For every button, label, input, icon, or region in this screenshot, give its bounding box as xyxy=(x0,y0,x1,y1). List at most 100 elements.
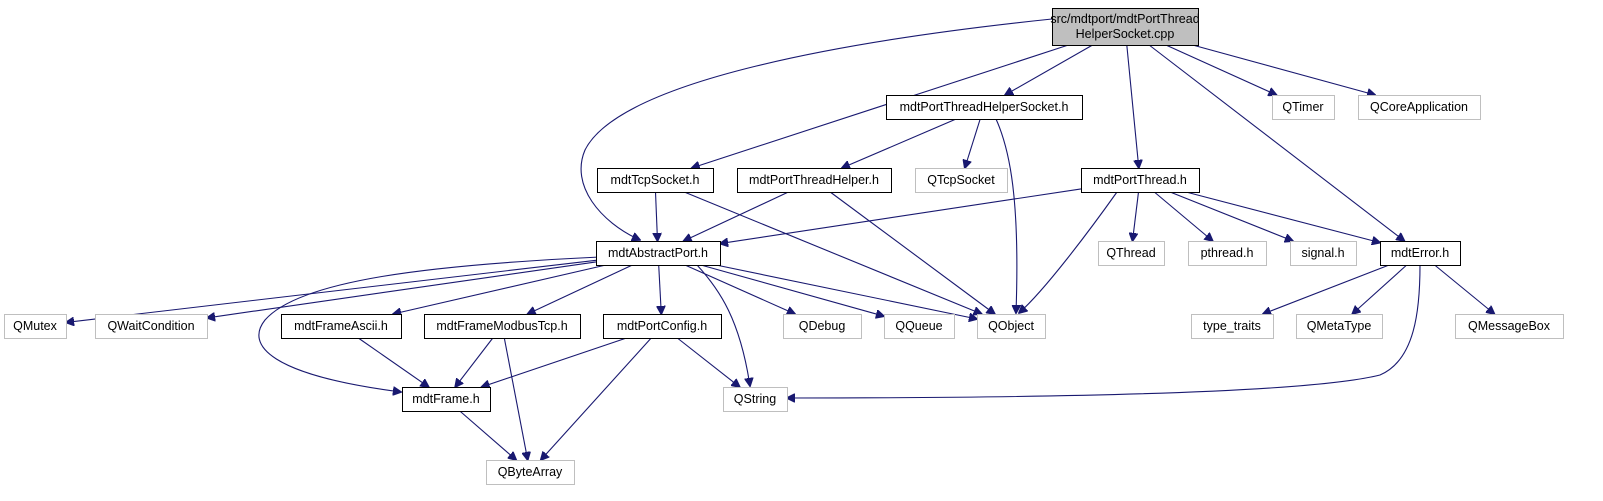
node-box xyxy=(1191,314,1274,339)
node-label: QQueue xyxy=(895,319,942,333)
node-label: src/mdtport/mdtPortThread xyxy=(1050,12,1199,26)
edge-main-to-qcoreapp xyxy=(1192,44,1376,95)
node-label: QString xyxy=(734,392,776,406)
nodes-layer: src/mdtport/mdtPortThreadHelperSocket.cp… xyxy=(4,8,1564,485)
node-signal_h: signal.h xyxy=(1290,241,1357,266)
node-box xyxy=(1290,241,1357,266)
node-frameascii_h[interactable]: mdtFrameAscii.h xyxy=(281,314,402,339)
node-label: mdtPortConfig.h xyxy=(617,319,707,333)
edge-portthread_h-to-signal_h xyxy=(1169,191,1293,241)
node-box xyxy=(886,95,1083,120)
node-box xyxy=(1296,314,1383,339)
node-box xyxy=(1081,168,1200,193)
edge-helper_socket_h-to-qtcpsocket xyxy=(965,118,981,168)
node-qtcpsocket: QTcpSocket xyxy=(915,168,1008,193)
node-label: signal.h xyxy=(1301,246,1344,260)
node-label: mdtAbstractPort.h xyxy=(608,246,708,260)
node-frame_h[interactable]: mdtFrame.h xyxy=(402,387,491,412)
node-box xyxy=(603,314,722,339)
node-label: mdtFrameModbusTcp.h xyxy=(436,319,567,333)
edge-frame_h-to-qbytearray xyxy=(459,410,516,460)
node-box xyxy=(1358,95,1481,120)
node-qqueue: QQueue xyxy=(884,314,955,339)
edge-portthread_h-to-abstractport_h xyxy=(720,188,1082,244)
edge-frameascii_h-to-frame_h xyxy=(357,337,428,387)
node-label: QWaitCondition xyxy=(107,319,194,333)
node-box xyxy=(95,314,208,339)
edge-portthread_h-to-error_h xyxy=(1185,191,1380,243)
node-label: mdtPortThreadHelperSocket.h xyxy=(900,100,1069,114)
edge-main-to-abstractport_h xyxy=(580,18,1053,240)
node-qwaitcondition: QWaitCondition xyxy=(95,314,208,339)
edge-error_h-to-type_traits xyxy=(1263,264,1390,314)
node-label: QObject xyxy=(988,319,1034,333)
node-box xyxy=(596,241,721,266)
edge-abstractport_h-to-frameascii_h xyxy=(393,264,607,314)
edge-portconfig_h-to-frame_h xyxy=(482,337,627,387)
edges-layer xyxy=(66,18,1495,460)
node-label: QMetaType xyxy=(1307,319,1372,333)
node-box xyxy=(486,460,575,485)
node-qcoreapp: QCoreApplication xyxy=(1358,95,1481,120)
node-label: pthread.h xyxy=(1201,246,1254,260)
edge-abstractport_h-to-framemodbustcp_h xyxy=(528,264,633,314)
node-qtimer: QTimer xyxy=(1272,95,1335,120)
node-qobject: QObject xyxy=(977,314,1046,339)
node-box xyxy=(281,314,402,339)
edge-error_h-to-qmessagebox xyxy=(1434,264,1495,314)
node-box xyxy=(915,168,1008,193)
node-qmetatype: QMetaType xyxy=(1296,314,1383,339)
node-qthread: QThread xyxy=(1098,241,1165,266)
node-qmessagebox: QMessageBox xyxy=(1455,314,1564,339)
node-abstractport_h[interactable]: mdtAbstractPort.h xyxy=(596,241,721,266)
edge-abstractport_h-to-qstring xyxy=(696,264,750,386)
node-label: mdtPortThread.h xyxy=(1093,173,1187,187)
edge-framemodbustcp_h-to-qbytearray xyxy=(503,337,527,460)
node-qdebug: QDebug xyxy=(783,314,862,339)
node-label: mdtFrame.h xyxy=(412,392,479,406)
node-box xyxy=(783,314,862,339)
node-label: mdtPortThreadHelper.h xyxy=(749,173,879,187)
node-portthread_h[interactable]: mdtPortThread.h xyxy=(1081,168,1200,193)
edge-main-to-helper_socket_h xyxy=(1005,44,1093,95)
node-box xyxy=(4,314,67,339)
node-label: mdtFrameAscii.h xyxy=(294,319,388,333)
edge-error_h-to-qstring xyxy=(787,264,1421,398)
edge-abstractport_h-to-qwaitcondition xyxy=(207,261,597,318)
node-box xyxy=(597,168,714,193)
node-portconfig_h[interactable]: mdtPortConfig.h xyxy=(603,314,722,339)
edge-abstractport_h-to-qdebug xyxy=(684,264,795,314)
node-label: QCoreApplication xyxy=(1370,100,1468,114)
node-box xyxy=(1455,314,1564,339)
edge-main-to-tcpsocket_h xyxy=(692,44,1069,168)
node-box xyxy=(1380,241,1461,266)
node-box xyxy=(723,387,788,412)
node-box xyxy=(977,314,1046,339)
node-error_h[interactable]: mdtError.h xyxy=(1380,241,1461,266)
edge-portthread_h-to-pthread_h xyxy=(1153,191,1212,241)
edge-abstractport_h-to-frame_h xyxy=(258,256,601,392)
node-box xyxy=(884,314,955,339)
edge-abstractport_h-to-qmutex xyxy=(66,259,597,322)
node-threadhelper_h[interactable]: mdtPortThreadHelper.h xyxy=(737,168,892,193)
edge-abstractport_h-to-qqueue xyxy=(700,264,884,316)
node-tcpsocket_h[interactable]: mdtTcpSocket.h xyxy=(597,168,714,193)
edge-helper_socket_h-to-threadhelper_h xyxy=(842,118,957,168)
node-main[interactable]: src/mdtport/mdtPortThreadHelperSocket.cp… xyxy=(1050,8,1200,46)
node-qmutex: QMutex xyxy=(4,314,67,339)
node-label: HelperSocket.cpp xyxy=(1076,27,1175,41)
node-qstring: QString xyxy=(723,387,788,412)
node-label: QTimer xyxy=(1282,100,1323,114)
edge-abstractport_h-to-portconfig_h xyxy=(659,264,662,314)
edge-main-to-qtimer xyxy=(1165,44,1277,95)
node-label: QThread xyxy=(1106,246,1155,260)
edge-main-to-error_h xyxy=(1148,44,1404,241)
edge-threadhelper_h-to-abstractport_h xyxy=(684,191,789,241)
node-box xyxy=(737,168,892,193)
node-box xyxy=(424,314,581,339)
node-framemodbustcp_h[interactable]: mdtFrameModbusTcp.h xyxy=(424,314,581,339)
edge-portconfig_h-to-qbytearray xyxy=(541,337,652,460)
node-helper_socket_h[interactable]: mdtPortThreadHelperSocket.h xyxy=(886,95,1083,120)
node-label: QMessageBox xyxy=(1468,319,1551,333)
